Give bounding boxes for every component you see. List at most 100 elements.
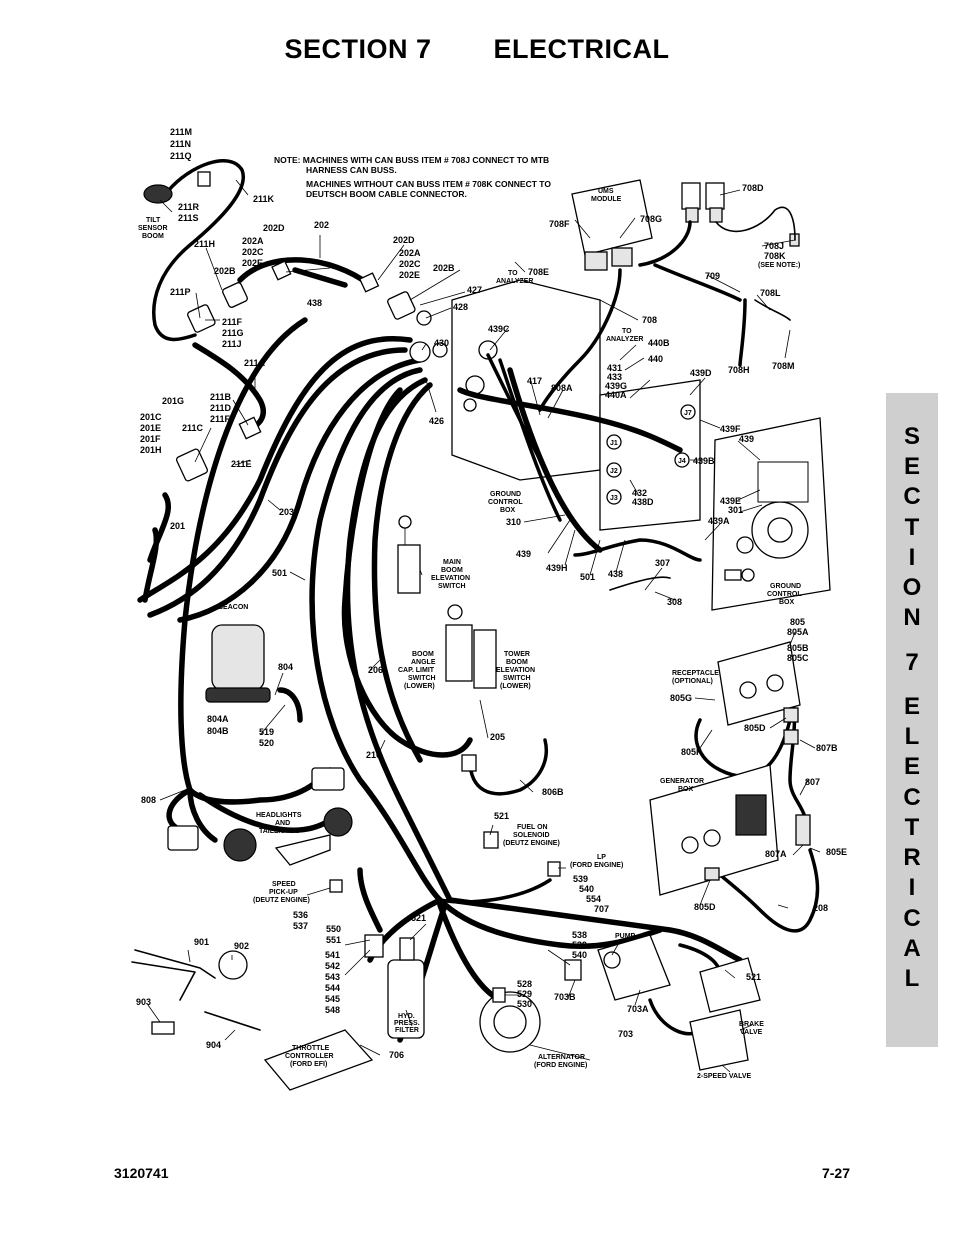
callout-439b: 439B	[693, 456, 715, 466]
callout-805c: 805C	[787, 653, 809, 663]
callout-804b: 804B	[207, 726, 229, 736]
lp-connector	[547, 861, 561, 877]
label-tower-boom-switch: BOOM	[506, 659, 528, 666]
label-throttle-controller: CONTROLLER	[285, 1053, 334, 1060]
callout-202: 202	[314, 220, 329, 230]
callout-430: 430	[434, 338, 449, 348]
callout-539: 539	[572, 940, 587, 950]
callout-707: 707	[594, 904, 609, 914]
callout-807: 807	[805, 777, 820, 787]
callout-805a: 805A	[787, 627, 809, 637]
label-tower-boom-switch: TOWER	[504, 651, 530, 658]
callout-211d: 211D	[210, 403, 232, 413]
label-tilt-sensor: BOOM	[142, 233, 164, 240]
callout-211n: 211N	[170, 139, 191, 149]
side-tab-letter: C	[903, 904, 921, 932]
callout-211h: 211H	[194, 239, 215, 249]
boom-connectors	[175, 260, 448, 482]
callout-205: 205	[490, 732, 505, 742]
callout-432: 432	[632, 488, 647, 498]
callout-307: 307	[655, 558, 670, 568]
pump	[564, 934, 671, 1001]
connector-708d	[681, 182, 800, 247]
label-tower-boom-switch: SWITCH	[503, 675, 531, 682]
callout-439h: 439H	[546, 563, 568, 573]
label-receptacle: RECEPTACLE	[672, 670, 719, 677]
label-ground-control-box: BOX	[500, 507, 516, 514]
callout-540: 540	[579, 884, 594, 894]
callout-427: 427	[467, 285, 482, 295]
label-headlights: TAILLIGHTS	[259, 828, 300, 835]
callout-439g: 439G	[605, 381, 627, 391]
callout-708m: 708M	[772, 361, 795, 371]
alternator	[479, 987, 541, 1053]
callout-538: 538	[572, 930, 587, 940]
label-brake-valve: BRAKE	[739, 1021, 764, 1028]
callout-703a: 703A	[627, 1004, 649, 1014]
fuel-solenoid	[461, 754, 499, 849]
callout-428: 428	[453, 302, 468, 312]
callout-206: 206	[368, 665, 383, 675]
callout-904: 904	[206, 1040, 221, 1050]
callout-211f: 211F	[222, 317, 243, 327]
note-line: NOTE: MACHINES WITH CAN BUSS ITEM # 708J…	[274, 155, 550, 165]
callout-540: 540	[572, 950, 587, 960]
callout-201e: 201E	[140, 423, 161, 433]
label-fuel-solenoid: SOLENOID	[513, 832, 550, 839]
label-lp: LP	[597, 854, 606, 861]
label-ground-control-box: CONTROL	[488, 499, 523, 506]
junction-j7: J7	[684, 410, 692, 417]
label-ground-control-box: GROUND	[490, 491, 521, 498]
callout-438d: 438D	[632, 497, 654, 507]
brake-valve	[689, 957, 761, 1071]
callout-708j: 708J	[764, 241, 784, 251]
callout-806b: 806B	[542, 787, 564, 797]
callout-805f: 805F	[681, 747, 702, 757]
throttle-controller	[263, 1029, 374, 1091]
callout-labels: 211M 211N 211Q 211R 211S 211K TILT SENSO…	[136, 127, 847, 1080]
callout-202a: 202A	[242, 236, 264, 246]
label-main-boom-switch: SWITCH	[438, 583, 466, 590]
callout-708f: 708F	[549, 219, 570, 229]
callout-529: 529	[517, 989, 532, 999]
section-title: ELECTRICAL	[493, 34, 670, 64]
label-to-analyzer: TO	[622, 328, 632, 335]
callout-201h: 201H	[140, 445, 162, 455]
callout-521: 521	[746, 972, 761, 982]
callout-440b: 440B	[648, 338, 670, 348]
label-tower-boom-switch: (LOWER)	[500, 683, 531, 690]
junction-j4: J4	[678, 458, 686, 465]
callout-202a: 202A	[399, 248, 421, 258]
page-number: 7-27	[821, 1165, 850, 1181]
callout-709: 709	[705, 271, 720, 281]
callout-542: 542	[325, 961, 340, 971]
label-tilt-sensor: TILT	[146, 217, 161, 224]
callout-805d: 805D	[744, 723, 766, 733]
hyd-press-filter	[364, 934, 425, 1039]
label-boom-angle-switch: SWITCH	[408, 675, 436, 682]
callout-301: 301	[728, 505, 743, 515]
callout-530: 530	[517, 999, 532, 1009]
callout-439: 439	[739, 434, 754, 444]
callout-501: 501	[580, 572, 595, 582]
callout-805: 805	[790, 617, 805, 627]
callout-211c: 211C	[182, 423, 204, 433]
label-boom-angle-switch: CAP. LIMIT	[398, 667, 435, 674]
callout-431: 431	[607, 363, 622, 373]
callout-554: 554	[586, 894, 601, 904]
callout-519: 519	[259, 727, 274, 737]
speed-pickup	[329, 879, 343, 893]
label-ground-control-box: BOX	[779, 599, 795, 606]
label-alternator: ALTERNATOR	[538, 1054, 585, 1061]
callout-438: 438	[307, 298, 322, 308]
callout-706: 706	[389, 1050, 404, 1060]
callout-703: 703	[618, 1029, 633, 1039]
callout-521: 521	[411, 913, 426, 923]
note-line: HARNESS CAN BUSS.	[306, 165, 397, 175]
callout-545: 545	[325, 994, 340, 1004]
tilt-sensor	[143, 171, 211, 204]
beacon-light	[205, 624, 271, 703]
label-throttle-controller: THROTTLE	[292, 1045, 330, 1052]
